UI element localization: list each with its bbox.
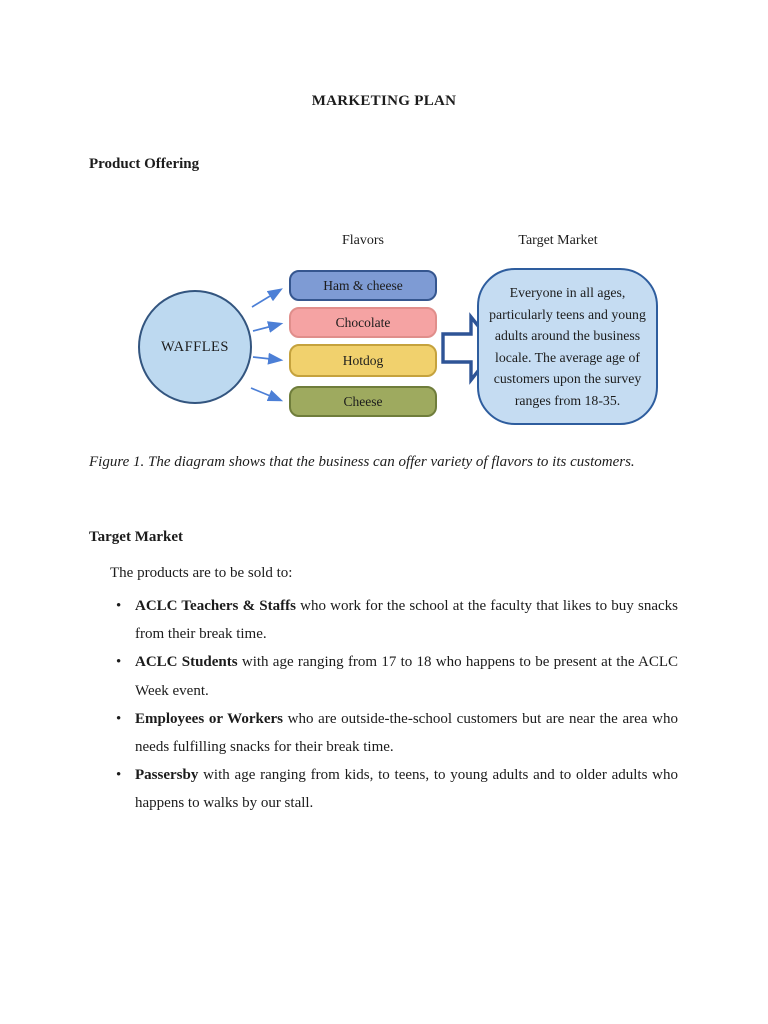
flavor-label: Chocolate bbox=[335, 314, 391, 330]
bullet-text: with age ranging from kids, to teens, to… bbox=[135, 767, 678, 812]
flavor-box-ham-cheese: Ham & cheese bbox=[289, 270, 437, 301]
target-market-heading: Target Market bbox=[89, 529, 183, 545]
connector-arrow bbox=[251, 288, 283, 308]
bullet-lead: ACLC Students bbox=[135, 654, 238, 671]
connector-arrow bbox=[252, 321, 284, 333]
target-market-intro: The products are to be sold to: bbox=[110, 565, 293, 581]
bullet-item: ACLC Teachers & Staffs who work for the … bbox=[114, 592, 678, 648]
bullet-text: who are outside-the-school customers but… bbox=[135, 710, 679, 756]
waffles-node: WAFFLES bbox=[138, 290, 252, 404]
flavor-label: Cheese bbox=[343, 393, 383, 409]
connector-arrow bbox=[252, 352, 284, 365]
waffles-node-label: WAFFLES bbox=[161, 338, 229, 355]
flavor-label: Hotdog bbox=[342, 352, 384, 368]
flavor-box-hotdog: Hotdog bbox=[289, 344, 437, 377]
target-market-column-label: Target Market bbox=[518, 233, 598, 248]
bullet-item: ACLC Students with age ranging from 17 t… bbox=[114, 648, 678, 704]
flavors-column-label: Flavors bbox=[342, 233, 384, 248]
target-market-text: Everyone in all ages, particularly teens… bbox=[489, 285, 646, 408]
bullet-item: Employees or Workers who are outside-the… bbox=[114, 705, 678, 761]
flavor-box-chocolate: Chocolate bbox=[289, 307, 437, 338]
flavor-box-cheese: Cheese bbox=[289, 386, 437, 417]
page-title: MARKETING PLAN bbox=[311, 93, 457, 109]
target-market-box: Everyone in all ages, particularly teens… bbox=[477, 268, 658, 425]
figure-caption: Figure 1. The diagram shows that the bus… bbox=[89, 454, 635, 470]
bullet-lead: ACLC Teachers & Staffs bbox=[135, 598, 296, 614]
bullet-text: who work for the school at the faculty t… bbox=[135, 598, 678, 643]
connector-arrow bbox=[250, 387, 284, 402]
target-market-bullet-list: ACLC Teachers & Staffs who work for the … bbox=[114, 592, 678, 818]
bullet-item: Passersby with age ranging from kids, to… bbox=[114, 761, 678, 817]
flavor-label: Ham & cheese bbox=[323, 277, 403, 293]
bullet-lead: Employees or Workers bbox=[135, 710, 283, 727]
diagram-connectors bbox=[250, 288, 499, 402]
bullet-text: with age ranging from 17 to 18 who happe… bbox=[135, 654, 679, 699]
bullet-lead: Passersby bbox=[135, 767, 199, 784]
product-offering-heading: Product Offering bbox=[89, 156, 200, 172]
